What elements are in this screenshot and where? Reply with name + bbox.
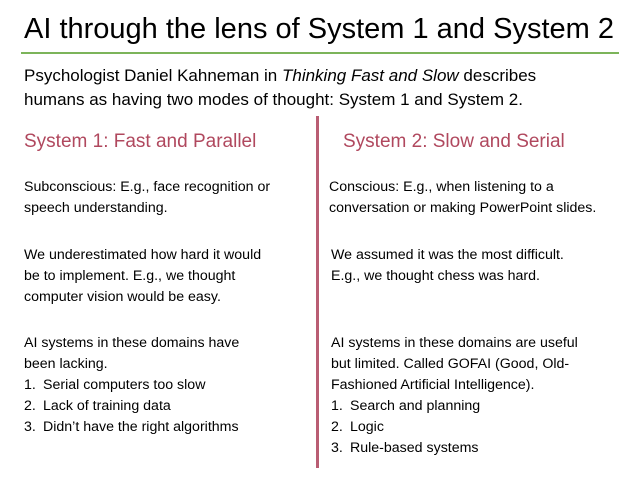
intro-line-1-pre: Psychologist Daniel Kahneman in <box>24 66 282 85</box>
text-line: We underestimated how hard it would <box>24 247 262 263</box>
system1-paragraph-2: We underestimated how hard it would be t… <box>24 245 261 308</box>
text-line: AI systems in these domains have <box>24 335 240 351</box>
text-line: conversation or making PowerPoint slides… <box>329 200 597 216</box>
list-text: Lack of training data <box>43 398 171 414</box>
system2-paragraph-2: We assumed it was the most difficult. E.… <box>331 245 564 287</box>
list-number: 3. <box>24 419 36 435</box>
list-item: 1. Serial computers too slow <box>24 375 239 396</box>
intro-text: Psychologist Daniel Kahneman in Thinking… <box>24 64 624 112</box>
intro-line-1: Psychologist Daniel Kahneman in Thinking… <box>24 64 624 88</box>
intro-line-1-post: describes <box>458 66 537 85</box>
system2-list: 1. Search and planning 2. Logic 3. Rule-bas… <box>331 396 578 459</box>
text-line: but limited. Called GOFAI (Good, Old- <box>331 356 570 372</box>
system1-heading: System 1: Fast and Parallel <box>24 131 257 152</box>
text-line: been lacking. <box>24 356 108 372</box>
system2-paragraph-3: AI systems in these domains are useful b… <box>331 333 578 459</box>
list-item: 1. Search and planning <box>331 396 578 417</box>
system2-heading: System 2: Slow and Serial <box>343 131 565 152</box>
column-divider <box>316 116 319 468</box>
list-item: 2. Logic <box>331 417 578 438</box>
text-line: Fashioned Artificial Intelligence). <box>331 377 535 393</box>
text-line: speech understanding. <box>24 200 168 216</box>
list-number: 2. <box>331 419 343 435</box>
list-text: Serial computers too slow <box>43 377 206 393</box>
list-number: 1. <box>24 377 36 393</box>
list-number: 1. <box>331 398 343 414</box>
system1-list: 1. Serial computers too slow 2. Lack of tr… <box>24 375 239 438</box>
list-text: Logic <box>350 419 384 435</box>
text-line: E.g., we thought chess was hard. <box>331 268 540 284</box>
list-text: Search and planning <box>350 398 481 414</box>
system2-paragraph-1: Conscious: E.g., when listening to a con… <box>329 177 596 219</box>
text-line: We assumed it was the most difficult. <box>331 247 564 263</box>
list-number: 3. <box>331 440 343 456</box>
list-item: 2. Lack of training data <box>24 396 239 417</box>
list-text: Didn’t have the right algorithms <box>43 419 239 435</box>
list-text: Rule-based systems <box>350 440 479 456</box>
text-line: AI systems in these domains are useful <box>331 335 578 351</box>
intro-line-2: humans as having two modes of thought: S… <box>24 90 523 109</box>
title-underline <box>21 52 619 54</box>
text-line: Subconscious: E.g., face recognition or <box>24 179 271 195</box>
list-number: 2. <box>24 398 36 414</box>
list-item: 3. Rule-based systems <box>331 438 578 459</box>
text-line: computer vision would be easy. <box>24 289 221 305</box>
book-title: Thinking Fast and Slow <box>281 66 459 85</box>
system1-paragraph-1: Subconscious: E.g., face recognition or … <box>24 177 270 219</box>
text-line: be to implement. E.g., we thought <box>24 268 236 284</box>
list-item: 3. Didn’t have the right algorithms <box>24 417 239 438</box>
system1-paragraph-3: AI systems in these domains have been la… <box>24 333 239 438</box>
text-line: Conscious: E.g., when listening to a <box>329 179 554 195</box>
slide-title: AI through the lens of System 1 and Syst… <box>24 13 614 45</box>
